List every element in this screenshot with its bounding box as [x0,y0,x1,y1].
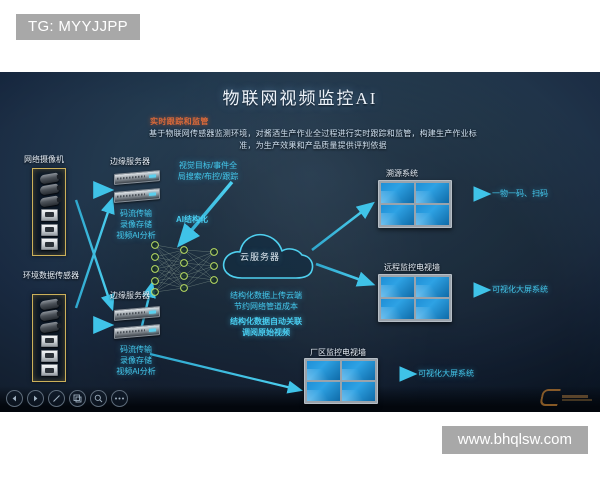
presentation-slide: 物联网视频监控AI 实时跟踪和监管 基于物联网传感器监测环境，对酱酒生产作业全过… [0,72,600,412]
ai-search-caption: 视觉目标/事件全 局搜索/布控/跟踪 [177,161,239,181]
edge-server-top-label: 边缘服务器 [110,157,150,166]
trace-system-video-wall[interactable] [378,180,452,228]
remote-result-label: 可视化大屏系统 [492,285,548,294]
video-pane [416,205,449,225]
video-pane [342,361,375,380]
camera-icon [38,298,60,311]
sensor-device-box[interactable] [32,294,66,382]
video-pane [381,205,414,225]
sensor-icon [40,223,58,236]
plant-result-label: 可视化大屏系统 [418,369,474,378]
slideshow-toolbar [6,390,128,407]
sensor-icon [40,334,58,347]
sensor-group-label: 环境数据传感器 [23,271,79,280]
pen-tool-icon[interactable] [48,390,65,407]
sensor-icon [40,238,58,251]
video-pane [381,183,414,203]
subtitle-body: 基于物联网传感器监测环境，对酱酒生产作业全过程进行实时跟踪和监管，构建生产作业标… [149,129,477,150]
tg-watermark: TG: MYYJJPP [16,14,140,40]
camera-icon [38,321,60,334]
video-pane [416,277,449,297]
camera-device-box[interactable] [32,168,66,256]
edge-server-bottom-caption: 码流传输 录像存储 视频AI分析 [116,345,156,376]
duplicate-tool-icon[interactable] [69,390,86,407]
sensor-icon [40,208,58,221]
brand-wordmark [562,394,592,401]
plant-wall-label: 厂区监控电视墙 [310,348,366,357]
video-pane [416,299,449,319]
edge-server-bottom-label: 边缘服务器 [110,291,150,300]
zoom-tool-icon[interactable] [90,390,107,407]
camera-icon [38,309,60,322]
cloud-caption-1: 结构化数据上传云端 节约网络管道成本 [230,291,302,311]
camera-icon [38,195,60,208]
previous-slide-icon[interactable] [6,390,23,407]
camera-icon [38,172,60,185]
sensor-icon [40,364,58,377]
trace-system-label: 溯源系统 [386,169,418,178]
cloud-shape [222,233,314,279]
trace-result-label: 一物一码、扫码 [492,189,548,198]
ai-structure-label: AI结构化 [176,215,208,224]
video-pane [307,382,340,401]
page-title: 物联网视频监控AI [222,89,378,108]
neural-network-diagram [151,241,218,296]
camera-icon [38,183,60,196]
camera-group-label: 网络摄像机 [24,155,64,164]
remote-monitor-video-wall[interactable] [378,274,452,322]
sensor-icon [40,349,58,362]
cloud-server-label: 云服务器 [240,252,281,262]
more-options-icon[interactable] [111,390,128,407]
cloud-caption-2: 结构化数据自动关联 调阅原始视频 [230,317,302,337]
remote-wall-label: 远程监控电视墙 [384,263,440,272]
video-pane [342,382,375,401]
video-pane [381,299,414,319]
brand-wordmark-line [562,394,588,398]
brand-wordmark-line [562,398,592,401]
video-pane [381,277,414,297]
edge-server-top-caption: 码流传输 录像存储 视频AI分析 [116,209,156,240]
subtitle-accent: 实时跟踪和监管 [150,117,209,126]
video-pane [416,183,449,203]
site-url-watermark: www.bhqlsw.com [441,426,588,454]
brand-logo [539,389,592,406]
plant-monitor-video-wall[interactable] [304,358,378,404]
play-slide-icon[interactable] [27,390,44,407]
video-pane [307,361,340,380]
brand-mark-icon [539,389,561,406]
